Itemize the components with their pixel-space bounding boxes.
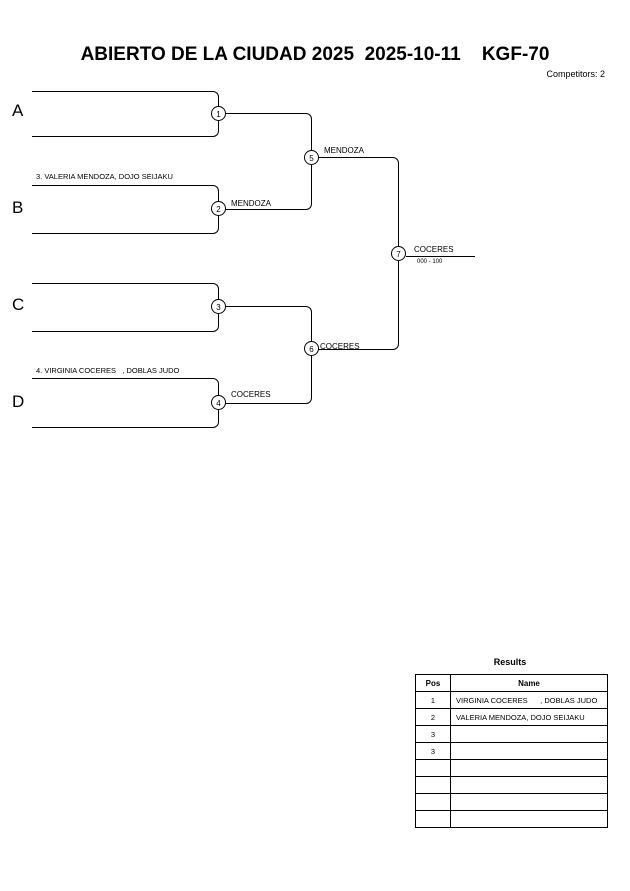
table-row[interactable]: 1 VIRGINIA COCERES , DOBLAS JUDO [415,691,608,709]
match-5-elbow [225,113,312,210]
table-row[interactable] [415,759,608,777]
table-row[interactable] [415,793,608,811]
results-title: Results [493,657,527,667]
pool-letter-c: C [12,295,25,314]
result-name: VALERIA MENDOZA, DOJO SEIJAKU [450,708,608,726]
result-name: VIRGINIA COCERES , DOBLAS JUDO [450,691,608,709]
table-row[interactable]: 3 [415,742,608,760]
page-title: ABIERTO DE LA CIUDAD 2025 2025-10-11 KGF… [80,44,550,65]
result-pos: 2 [415,708,451,726]
entry-label-b: 3. VALERIA MENDOZA, DOJO SEIJAKU [36,172,173,181]
result-pos [415,793,451,811]
result-pos: 3 [415,742,451,760]
result-name-value: VALERIA MENDOZA, DOJO SEIJAKU [456,712,585,722]
competitors-count: Competitors: 2 [546,69,605,79]
match-7-score: 000 - 100 [417,259,443,265]
result-pos: 1 [415,691,451,709]
match-circle-3[interactable]: 3 [211,299,226,314]
result-pos [415,759,451,777]
match-5-winner: MENDOZA [324,146,364,155]
result-name [450,810,608,828]
match-4-winner: COCERES [231,390,271,399]
pool-letter-a: A [12,101,24,120]
match-circle-4[interactable]: 4 [211,395,226,410]
results-col-name: Name [450,674,608,692]
result-name [450,725,608,743]
result-name-value: VIRGINIA COCERES , DOBLAS JUDO [456,695,598,705]
result-pos [415,810,451,828]
match-circle-5[interactable]: 5 [304,150,319,165]
result-name [450,776,608,794]
results-header-row: Pos Name [415,674,608,692]
table-row[interactable] [415,776,608,794]
table-row[interactable]: 3 [415,725,608,743]
match-6-winner: COCERES [320,342,360,351]
match-7-winner: COCERES [414,245,454,254]
match-3-brace [32,283,219,332]
match-1-brace [32,91,219,137]
result-pos [415,776,451,794]
table-row[interactable] [415,810,608,828]
match-7-elbow [318,157,399,350]
match-circle-6[interactable]: 6 [304,341,319,356]
table-row[interactable]: 2 VALERIA MENDOZA, DOJO SEIJAKU [415,708,608,726]
results-col-pos: Pos [415,674,451,692]
pool-letter-b: B [12,198,24,217]
match-circle-1[interactable]: 1 [211,106,226,121]
pool-letter-d: D [12,392,25,411]
result-pos: 3 [415,725,451,743]
final-winner-line [406,256,475,257]
match-circle-2[interactable]: 2 [211,201,226,216]
entry-label-d: 4. VIRGINIA COCERES , DOBLAS JUDO [36,366,180,375]
results-table: Pos Name 1 VIRGINIA COCERES , DOBLAS JUD… [415,674,608,828]
match-4-brace [32,378,219,428]
result-name [450,742,608,760]
match-2-winner: MENDOZA [231,199,271,208]
match-circle-7[interactable]: 7 [391,246,406,261]
match-2-brace [32,185,219,234]
result-name [450,793,608,811]
result-name [450,759,608,777]
